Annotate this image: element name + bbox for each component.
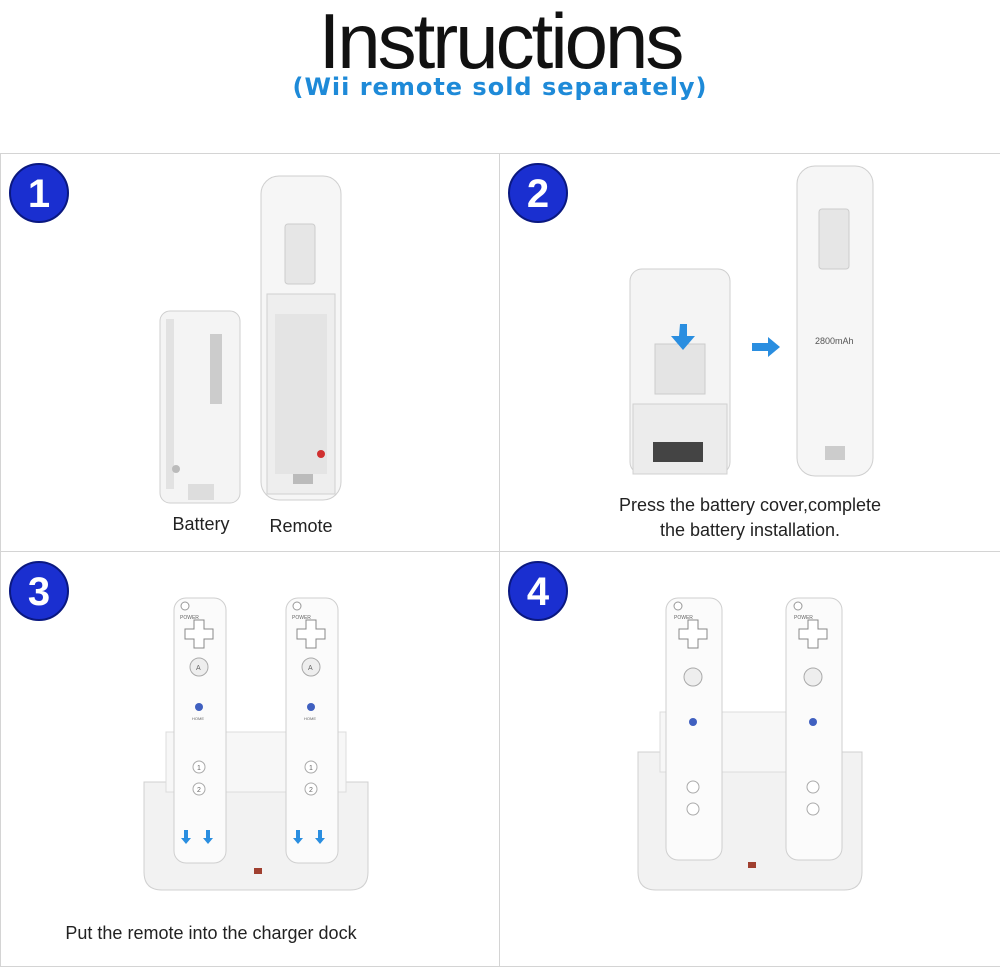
btn-1-label-left: 1 [197, 765, 201, 772]
charger-dock-charging-image: POWER POWER [637, 597, 863, 891]
step-3-circle-icon: 3 [9, 561, 69, 621]
step-2-circle-icon: 2 [508, 163, 568, 223]
step-3-caption: Put the remote into the charger dock [65, 923, 357, 943]
charger-dock-image: POWER A HOME 1 2 POWER A HOME 1 2 [143, 597, 369, 891]
step-4-number: 4 [527, 570, 550, 614]
battery-capacity-label: 2800mAh [815, 336, 854, 346]
battery-caption: Battery [172, 514, 230, 534]
page-title: Instructions [318, 0, 685, 85]
step-2-panel: 2 2800mAh Press the battery cover,comple… [499, 153, 1000, 553]
step-3-badge: 3 [8, 560, 70, 622]
a-label-left: A [196, 665, 201, 672]
right-arrow-icon [752, 337, 780, 357]
remote-closed-image: 2800mAh [796, 165, 874, 477]
remote-image [260, 175, 342, 501]
home-label-right: HOME [304, 716, 316, 721]
a-label-right: A [308, 665, 313, 672]
remote-open-cover-image [629, 268, 731, 475]
step-1-number: 1 [28, 172, 50, 216]
home-label-left: HOME [192, 716, 204, 721]
step-2-caption-line1: Press the battery cover,complete [618, 495, 882, 515]
remote-caption: Remote [269, 516, 333, 536]
step-4-circle-icon: 4 [508, 561, 568, 621]
power-label-left: POWER [180, 615, 199, 621]
btn-2-label-right: 2 [309, 787, 313, 794]
step-1-circle-icon: 1 [9, 163, 69, 223]
step-3-number: 3 [28, 570, 50, 614]
step-3-panel: 3 POWER A HOME 1 2 POWER A HOME 1 2 [0, 551, 502, 967]
power-label-right: POWER [292, 615, 311, 621]
power-label-left-4: POWER [674, 615, 693, 621]
step-2-caption-line2: the battery installation. [659, 520, 841, 540]
step-1-badge: 1 [8, 162, 70, 224]
step-1-panel: 1 Battery Remote [0, 153, 502, 553]
power-label-right-4: POWER [794, 615, 813, 621]
step-4-badge: 4 [507, 560, 569, 622]
step-2-number: 2 [527, 172, 549, 216]
btn-1-label-right: 1 [309, 765, 313, 772]
step-4-panel: 4 POWER POWER [499, 551, 1000, 967]
step-2-badge: 2 [507, 162, 569, 224]
battery-image [159, 310, 241, 504]
page-subtitle: (Wii remote sold separately) [292, 73, 708, 101]
btn-2-label-left: 2 [197, 787, 201, 794]
